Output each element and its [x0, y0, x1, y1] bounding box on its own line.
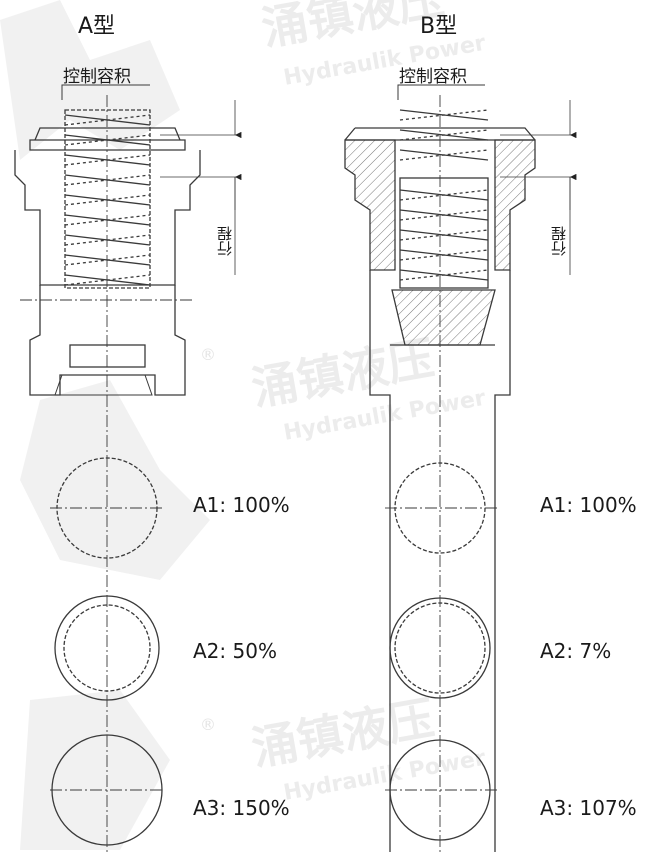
valve-body-hatched: [344, 139, 396, 271]
type-a-volume-label: 控制容积: [63, 67, 131, 87]
type-b-area-a1: A1: 100%: [540, 493, 637, 517]
registered-mark: ®: [200, 345, 216, 364]
area-circle-a2-outer: [54, 595, 160, 701]
type-b-stroke-label: 行程: [550, 226, 568, 256]
area-circle-a2-outer: [389, 597, 491, 699]
valve-body-hatched: [494, 139, 536, 271]
registered-mark: ®: [200, 715, 216, 734]
hp-logo-mark: [0, 0, 210, 850]
type-b-volume-label: 控制容积: [399, 67, 467, 87]
volume-leader-line: [397, 84, 485, 100]
spring: [64, 109, 151, 289]
type-b-title: B型: [420, 14, 458, 39]
type-b-area-a2: A2: 7%: [540, 639, 612, 663]
type-b-valve-drawing: [344, 84, 577, 852]
type-a-stroke-label: 行程: [216, 226, 234, 256]
volume-leader-line: [61, 84, 150, 100]
type-a-area-a1: A1: 100%: [193, 493, 290, 517]
area-circle-a2-inner: [394, 602, 486, 694]
valve-body: [14, 150, 201, 286]
spring: [399, 109, 489, 289]
type-a-area-a3: A3: 150%: [193, 796, 290, 820]
type-b-area-a3: A3: 107%: [540, 796, 637, 820]
poppet: [391, 289, 496, 346]
type-a-valve-drawing: [14, 84, 242, 852]
type-a-area-a2: A2: 50%: [193, 639, 277, 663]
area-circle-a2-inner: [63, 604, 151, 692]
type-a-title: A型: [78, 14, 116, 39]
cover: [29, 139, 186, 151]
poppet: [69, 344, 146, 368]
